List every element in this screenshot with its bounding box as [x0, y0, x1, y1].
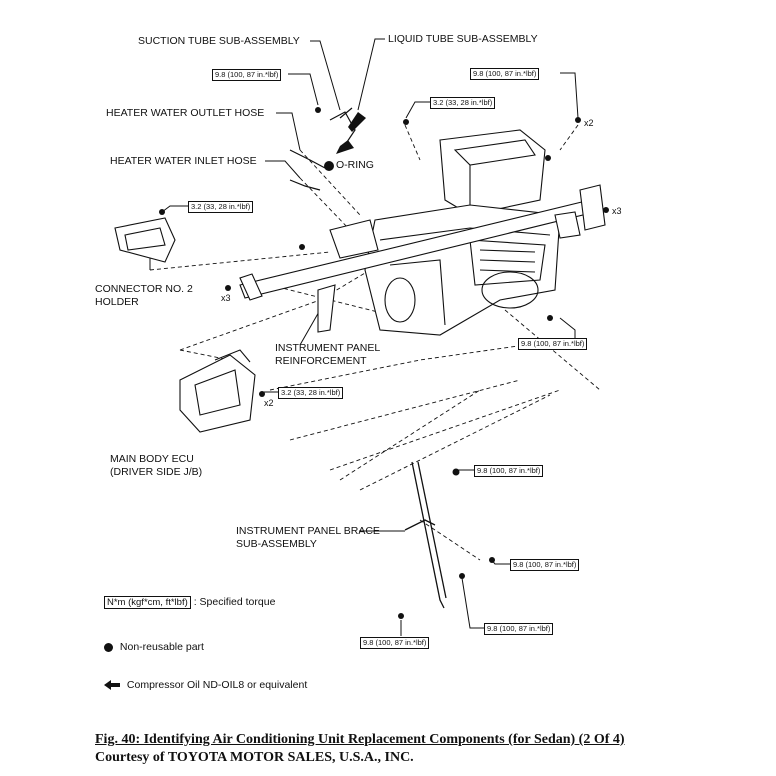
label-brace-line1: INSTRUMENT PANEL BRACE: [236, 525, 380, 537]
legend-compressor-oil: Compressor Oil ND-OIL8 or equivalent: [104, 679, 307, 691]
o-ring-marker: [324, 161, 334, 171]
leader-heater-outlet: [276, 112, 301, 151]
main-body-ecu-part: [179, 349, 256, 433]
torque-spec: 9.8 (100, 87 in.*lbf): [510, 559, 580, 571]
label-ecu-line2: (DRIVER SIDE J/B): [110, 466, 203, 478]
leader-liquid-tube: [357, 38, 385, 111]
leader-heater-inlet: [265, 160, 301, 179]
reinforcement-bar: [239, 184, 606, 333]
torque-spec: 9.8 (100, 87 in.*lbf): [484, 623, 554, 635]
label-o-ring: O-RING: [336, 159, 374, 171]
legend-compressor-oil-text: Compressor Oil ND-OIL8 or equivalent: [126, 679, 308, 691]
torque-spec: 9.8 (100, 87 in.*lbf): [470, 68, 540, 80]
brace-part: [404, 461, 447, 609]
label-ip-reinf-line1: INSTRUMENT PANEL: [275, 342, 381, 354]
label-ecu-line1: MAIN BODY ECU: [110, 453, 194, 465]
ac-unit-assembly: [329, 129, 561, 336]
oil-arrow-2: [336, 140, 354, 154]
quantity-multiplier: x3: [612, 206, 622, 216]
legend-non-reusable-text: Non-reusable part: [119, 641, 204, 653]
legend-torque-box: N*m (kgf*cm, ft*lbf): [104, 596, 191, 609]
legend-non-reusable: Non-reusable part: [104, 641, 204, 653]
label-connector-holder: CONNECTOR NO. 2 HOLDER: [95, 283, 193, 309]
torque-spec: 9.8 (100, 87 in.*lbf): [518, 338, 588, 350]
label-ip-reinf-line2: REINFORCEMENT: [275, 355, 367, 367]
label-heater-outlet: HEATER WATER OUTLET HOSE: [106, 107, 265, 119]
torque-spec: 9.8 (100, 87 in.*lbf): [360, 637, 430, 649]
legend-torque-desc: : Specified torque: [193, 596, 276, 608]
label-connector-line1: CONNECTOR NO. 2: [95, 283, 193, 295]
torque-spec: 3.2 (33, 28 in.*lbf): [188, 201, 254, 213]
exploded-view-drawing: [114, 38, 609, 636]
label-main-body-ecu: MAIN BODY ECU (DRIVER SIDE J/B): [110, 453, 202, 479]
label-ip-brace: INSTRUMENT PANEL BRACE SUB-ASSEMBLY: [236, 525, 380, 551]
connector-holder-part: [114, 217, 176, 263]
quantity-multiplier: x2: [264, 398, 274, 408]
leader-suction-tube: [310, 40, 341, 111]
label-suction-tube: SUCTION TUBE SUB-ASSEMBLY: [138, 35, 300, 47]
torque-spec: 3.2 (33, 28 in.*lbf): [430, 97, 496, 109]
label-ip-reinforcement: INSTRUMENT PANEL REINFORCEMENT: [275, 342, 380, 368]
oil-arrow-1: [348, 112, 366, 132]
label-heater-inlet: HEATER WATER INLET HOSE: [110, 155, 257, 167]
filled-circle-icon: [104, 642, 113, 652]
legend-torque: N*m (kgf*cm, ft*lbf) : Specified torque: [104, 596, 276, 609]
label-connector-line2: HOLDER: [95, 296, 139, 308]
label-brace-line2: SUB-ASSEMBLY: [236, 538, 317, 550]
torque-spec: 9.8 (100, 87 in.*lbf): [474, 465, 544, 477]
figure-caption: Fig. 40: Identifying Air Conditioning Un…: [95, 732, 625, 747]
quantity-multiplier: x2: [584, 118, 594, 128]
left-arrow-icon: [104, 680, 120, 691]
torque-spec: 3.2 (33, 28 in.*lbf): [278, 387, 344, 399]
torque-spec: 9.8 (100, 87 in.*lbf): [212, 69, 282, 81]
label-liquid-tube: LIQUID TUBE SUB-ASSEMBLY: [388, 33, 538, 45]
figure-credit: Courtesy of TOYOTA MOTOR SALES, U.S.A., …: [95, 750, 414, 765]
quantity-multiplier: x3: [221, 293, 231, 303]
